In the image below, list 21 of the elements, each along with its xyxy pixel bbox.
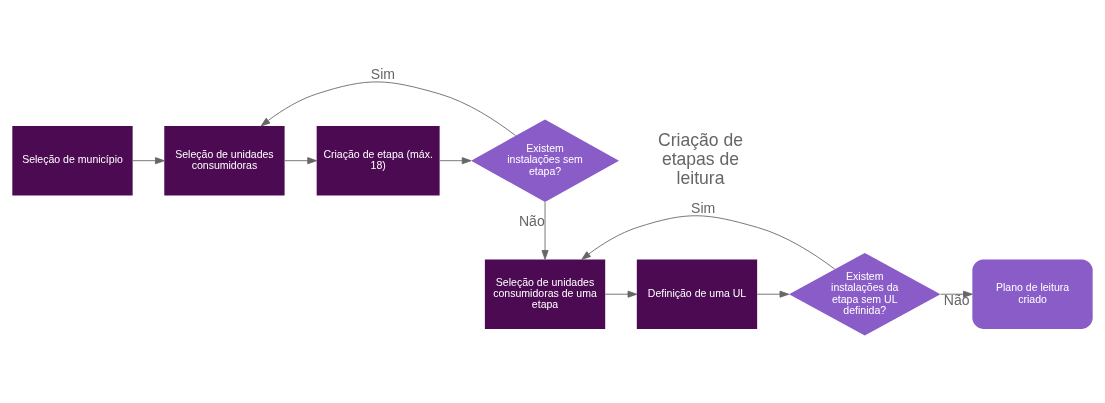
node-box: Seleção de unidades consumidoras	[164, 126, 285, 196]
arrow	[756, 290, 790, 298]
node-diamond: Existem instalações da etapa sem UL definida?	[789, 252, 941, 336]
node-box: Seleção de unidades consumidoras de uma etapa	[484, 259, 606, 329]
arrow	[260, 81, 517, 137]
edge-label: Não	[943, 292, 970, 309]
arrow	[439, 157, 472, 165]
node-box: Definição de uma UL	[636, 259, 758, 329]
edge-label: Não	[518, 213, 545, 230]
arrow	[581, 215, 836, 270]
node-box: Criação de etapa (máx. 18)	[316, 126, 440, 196]
arrow	[541, 201, 549, 260]
arrow	[132, 157, 165, 165]
label: Criação de etapas de leitura	[658, 129, 743, 189]
edge-label: Sim	[370, 65, 396, 82]
node-diamond: Existem instalações sem etapa?	[471, 119, 619, 202]
node-box: Plano de leitura criado	[972, 259, 1093, 329]
arrow	[284, 157, 317, 165]
node-box: Seleção de município	[12, 126, 133, 196]
arrow	[604, 290, 638, 298]
edge-label: Sim	[691, 199, 716, 216]
